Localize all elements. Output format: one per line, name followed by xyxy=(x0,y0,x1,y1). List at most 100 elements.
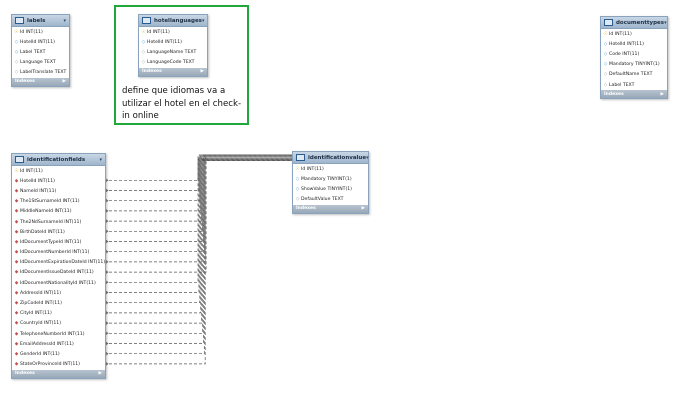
column-row[interactable]: ◆The2NdSurnameId INT(11) xyxy=(12,217,105,227)
relationship-line[interactable] xyxy=(104,157,292,334)
crowfoot-marker xyxy=(104,208,109,214)
column-row[interactable]: ◇Label TEXT xyxy=(12,47,69,57)
indexes-footer[interactable]: Indexes ▶ xyxy=(293,204,368,213)
column-row[interactable]: ◇Language TEXT xyxy=(12,58,69,68)
relationship-line[interactable] xyxy=(104,159,292,283)
column-label: Mandatory TINYINT(1) xyxy=(609,62,660,68)
column-row[interactable]: ◇DefaultValue TEXT xyxy=(293,195,368,205)
indexes-footer[interactable]: Indexes▶ xyxy=(601,90,667,99)
foreign-key-icon: ◆ xyxy=(14,270,19,276)
column-row[interactable]: ◆BirthDateId INT(11) xyxy=(12,227,105,237)
caret-down-icon[interactable]: ▾ xyxy=(63,17,66,24)
column-row[interactable]: ◇HotelId INT(11) xyxy=(139,37,207,47)
caret-down-icon[interactable]: ▾ xyxy=(99,156,102,163)
column-row[interactable]: ◆The1StSurnameId INT(11) xyxy=(12,197,105,207)
table-hotellanguages[interactable]: hotellanguages▾☉Id INT(11)◇HotelId INT(1… xyxy=(138,14,208,77)
caret-down-icon[interactable]: ▾ xyxy=(366,154,369,161)
relationship-line[interactable] xyxy=(104,154,292,181)
column-row[interactable]: ◆IdDocumentIssueDateId INT(11) xyxy=(12,268,105,278)
relationship-line[interactable] xyxy=(104,155,292,314)
column-row[interactable]: ◆AddressId INT(11) xyxy=(12,288,105,298)
column-icon: ◇ xyxy=(14,39,19,45)
column-row[interactable]: ◇LabelTranslate TEXT xyxy=(12,68,69,78)
table-identificationvalue[interactable]: identificationvalue▾☉Id INT(11)◇Mandator… xyxy=(292,151,369,214)
column-row[interactable]: ☉Id INT(11) xyxy=(12,166,105,176)
column-icon: ◇ xyxy=(295,186,300,192)
indexes-label: Indexes xyxy=(296,206,316,212)
column-row[interactable]: ◆ZipCodeId INT(11) xyxy=(12,298,105,308)
column-row[interactable]: ◇LanguageCode TEXT xyxy=(139,58,207,68)
table-header[interactable]: hotellanguages▾ xyxy=(139,15,207,27)
indexes-footer[interactable]: Indexes▶ xyxy=(12,369,105,378)
column-row[interactable]: ◇HotelId INT(11) xyxy=(601,39,667,49)
column-row[interactable]: ◇HotelId INT(11) xyxy=(12,37,69,47)
relationship-line[interactable] xyxy=(104,155,292,253)
relationship-line[interactable] xyxy=(104,157,292,273)
column-label: CountryId INT(11) xyxy=(20,321,62,327)
relationship-line[interactable] xyxy=(104,157,292,212)
column-row[interactable]: ◇Mandatory TINYINT(1) xyxy=(601,60,667,70)
column-row[interactable]: ◆CountryId INT(11) xyxy=(12,319,105,329)
table-name: identificationvalue xyxy=(308,154,367,161)
column-row[interactable]: ☉Id INT(11) xyxy=(12,27,69,37)
column-row[interactable]: ◆IdDocumentNumberId INT(11) xyxy=(12,248,105,258)
relationship-line[interactable] xyxy=(104,156,292,263)
caret-right-icon[interactable]: ▶ xyxy=(200,69,204,75)
caret-right-icon[interactable]: ▶ xyxy=(98,371,102,377)
foreign-key-icon: ◆ xyxy=(14,229,19,235)
indexes-footer[interactable]: Indexes▶ xyxy=(139,67,207,76)
foreign-key-icon: ◆ xyxy=(14,321,19,327)
column-row[interactable]: ◆EmailAddressId INT(11) xyxy=(12,339,105,349)
caret-down-icon[interactable]: ▾ xyxy=(664,19,667,26)
caret-right-icon[interactable]: ▶ xyxy=(660,91,664,97)
column-row[interactable]: ◆IdDocumentNationalityId INT(11) xyxy=(12,278,105,288)
foreign-key-icon: ◆ xyxy=(14,250,19,256)
column-row[interactable]: ◆CityId INT(11) xyxy=(12,309,105,319)
column-row[interactable]: ◆MiddleNameId INT(11) xyxy=(12,207,105,217)
column-row[interactable]: ◆StateOrProvinceId INT(11) xyxy=(12,360,105,370)
foreign-key-icon: ◆ xyxy=(14,188,19,194)
column-label: ZipCodeId INT(11) xyxy=(20,301,62,307)
table-icon xyxy=(15,156,24,163)
column-row[interactable]: ◆GenderId INT(11) xyxy=(12,349,105,359)
column-row[interactable]: ◆TelephoneNumberId INT(11) xyxy=(12,329,105,339)
foreign-key-icon: ◆ xyxy=(14,311,19,317)
relationship-line[interactable] xyxy=(104,160,292,293)
relationship-line[interactable] xyxy=(104,154,292,365)
column-icon: ◇ xyxy=(295,176,300,182)
table-header[interactable]: identificationfields▾ xyxy=(12,154,105,166)
column-label: ShowValue TINYINT(1) xyxy=(301,186,352,192)
relationship-line[interactable] xyxy=(104,160,292,355)
relationship-line[interactable] xyxy=(104,159,292,344)
column-row[interactable]: ◇Label TEXT xyxy=(601,80,667,90)
column-row[interactable]: ◇DefaultName TEXT xyxy=(601,70,667,80)
table-header[interactable]: labels▾ xyxy=(12,15,69,27)
relationship-line[interactable] xyxy=(104,154,292,304)
column-label: Label TEXT xyxy=(609,82,635,88)
table-header[interactable]: documenttypes▾ xyxy=(601,17,667,29)
column-row[interactable]: ◇Mandatory TINYINT(1) xyxy=(293,174,368,184)
table-labels[interactable]: labels▾☉Id INT(11)◇HotelId INT(11)◇Label… xyxy=(11,14,70,87)
table-identificationfields[interactable]: identificationfields▾☉Id INT(11)◆HotelId… xyxy=(11,153,106,379)
column-row[interactable]: ☉Id INT(11) xyxy=(139,27,207,37)
caret-right-icon[interactable]: ▶ xyxy=(62,79,66,85)
caret-right-icon[interactable]: ▶ xyxy=(361,206,365,212)
column-row[interactable]: ◆NameId INT(11) xyxy=(12,186,105,196)
table-documenttypes[interactable]: documenttypes▾☉Id INT(11)◇HotelId INT(11… xyxy=(600,16,668,100)
crowfoot-marker xyxy=(104,269,109,275)
column-label: Id INT(11) xyxy=(609,31,632,37)
column-row[interactable]: ◆HotelId INT(11) xyxy=(12,176,105,186)
foreign-key-icon: ◆ xyxy=(14,239,19,245)
table-header[interactable]: identificationvalue▾ xyxy=(293,152,369,164)
caret-down-icon[interactable]: ▾ xyxy=(201,17,205,24)
column-row[interactable]: ◆IdDocumentExpirationDateId INT(11) xyxy=(12,258,105,268)
column-row[interactable]: ◆IdDocumentTypeId INT(11) xyxy=(12,237,105,247)
table-icon xyxy=(142,17,151,24)
relationship-line[interactable] xyxy=(104,156,292,324)
indexes-footer[interactable]: Indexes▶ xyxy=(12,77,69,86)
column-row[interactable]: ☉Id INT(11) xyxy=(601,29,667,39)
column-row[interactable]: ☉Id INT(11) xyxy=(293,164,368,174)
column-row[interactable]: ◇Code INT(11) xyxy=(601,49,667,59)
column-row[interactable]: ◇ShowValue TINYINT(1) xyxy=(293,184,368,194)
column-row[interactable]: ◇LanguageName TEXT xyxy=(139,47,207,57)
